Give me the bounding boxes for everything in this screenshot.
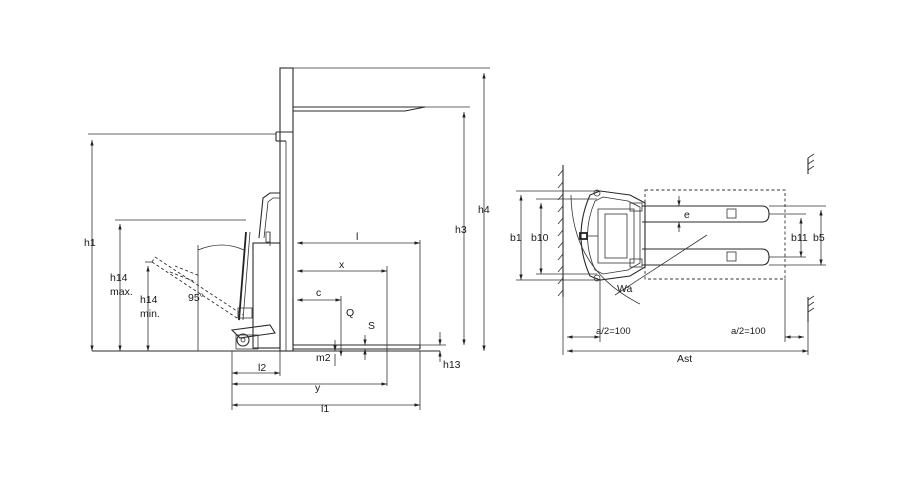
label-Ast: Ast — [677, 353, 692, 365]
raised-forks — [293, 106, 426, 112]
label-min: min. — [140, 308, 160, 320]
label-l1: l1 — [321, 403, 329, 415]
dim-h14-min: h14 min. — [140, 261, 160, 351]
label-h1: h1 — [84, 237, 96, 249]
dim-h14-max: h14 max. — [110, 219, 246, 351]
wall-left — [557, 165, 564, 297]
label-h3: h3 — [455, 224, 467, 236]
label-h13: h13 — [443, 359, 461, 371]
label-l2: l2 — [258, 362, 266, 374]
dim-h13: h13 — [420, 332, 461, 371]
label-y: y — [315, 382, 321, 394]
forks-top — [642, 205, 770, 266]
angle-95: 95° — [188, 244, 245, 351]
dim-b1: b1 — [510, 190, 600, 281]
label-S: S — [368, 320, 375, 332]
label-h14-min: h14 — [140, 294, 158, 306]
tiller — [151, 231, 276, 350]
label-b10: b10 — [531, 232, 549, 244]
label-h14-max: h14 — [110, 272, 128, 284]
label-b5: b5 — [813, 232, 825, 244]
label-angle: 95° — [188, 292, 204, 304]
mast — [275, 67, 294, 352]
load-center: c Q — [297, 287, 354, 356]
wall-right — [807, 153, 815, 322]
label-c: c — [316, 287, 321, 299]
dim-e: e — [677, 196, 690, 232]
label-Q: Q — [346, 307, 354, 319]
dim-b11: b11 — [769, 213, 808, 258]
label-a2-right: a/2=100 — [731, 326, 766, 337]
side-view: h1 h14 max. h14 min. 95° h3 — [84, 67, 490, 415]
label-h4: h4 — [478, 204, 490, 216]
pallet-outline — [644, 189, 786, 280]
dim-h3: h3 — [425, 106, 470, 345]
label-l: l — [356, 231, 358, 243]
label-b1: b1 — [510, 232, 522, 244]
label-a2-left: a/2=100 — [596, 326, 631, 337]
dim-l: l — [297, 231, 421, 345]
dim-h1: h1 — [84, 133, 276, 351]
label-Wa: Wa — [617, 283, 633, 295]
chassis — [579, 189, 646, 282]
truck-body — [252, 192, 281, 349]
top-view: Wa b1 b10 e b11 — [510, 153, 826, 365]
dim-x: x — [297, 259, 388, 386]
dim-a2-left: a/2=100 — [562, 280, 631, 355]
dim-b5: b5 — [769, 205, 826, 266]
dim-a2-right: a/2=100 — [731, 279, 809, 355]
label-m2: m2 — [316, 352, 331, 364]
label-b11: b11 — [791, 232, 808, 244]
dim-ast: Ast — [567, 349, 808, 365]
lowered-forks — [292, 298, 421, 350]
dim-b10: b10 — [531, 198, 597, 275]
label-e: e — [684, 209, 690, 221]
label-x: x — [339, 259, 345, 271]
dim-s: S — [363, 320, 375, 360]
bottom-dimensions: l2 y l1 — [231, 351, 421, 415]
dim-h4: h4 — [293, 67, 490, 351]
dim-m2: m2 — [316, 340, 337, 366]
turning-radius: Wa — [570, 194, 708, 305]
label-max: max. — [110, 286, 133, 298]
